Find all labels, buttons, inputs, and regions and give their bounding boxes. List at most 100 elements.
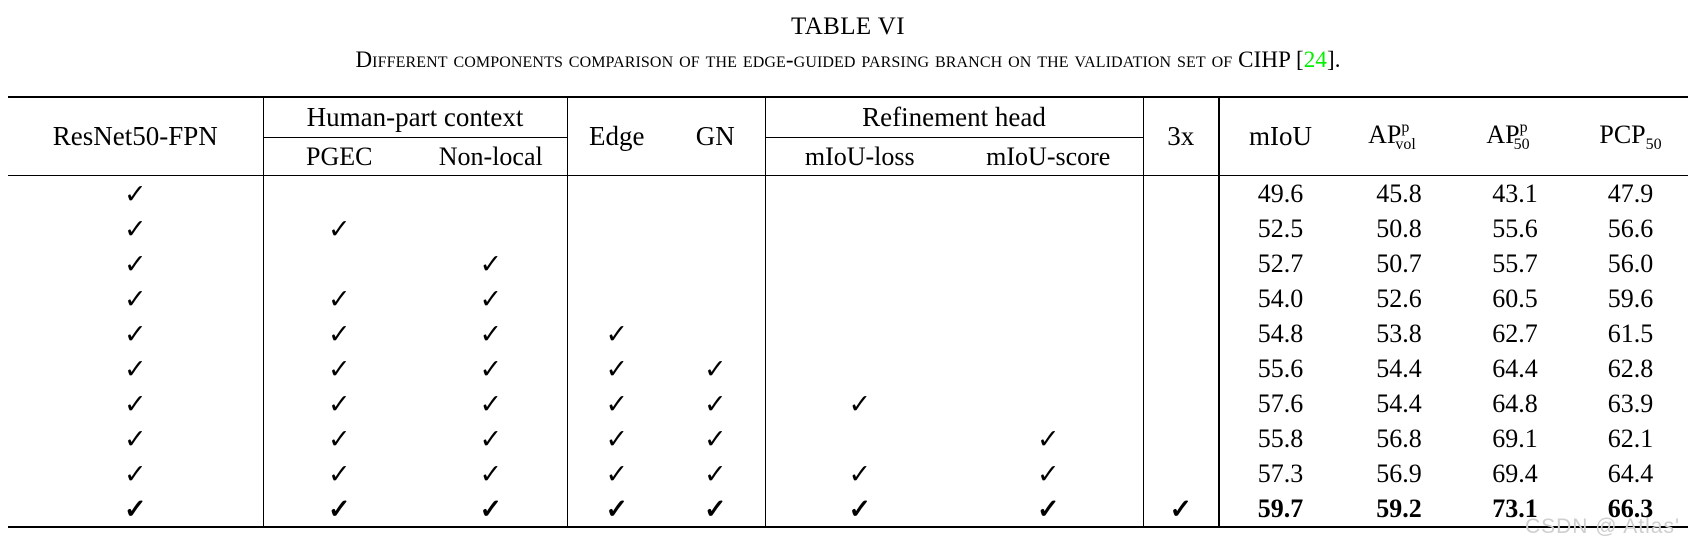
header-row-group: ResNet50-FPN Human-part context Edge GN … bbox=[8, 96, 1688, 176]
cell-3x bbox=[1142, 456, 1219, 491]
checkmark-icon: ✓ bbox=[327, 354, 351, 384]
header-row-sub: PGEC Non-local mIoU-loss mIoU-score bbox=[8, 137, 1688, 176]
header-pcp-50: PCP50 bbox=[1573, 96, 1688, 176]
cell-resnet50-fpn: ✓ bbox=[8, 281, 263, 316]
cell-resnet50-fpn: ✓ bbox=[8, 421, 263, 456]
cell-non-local: ✓ bbox=[415, 491, 567, 528]
checkmark-icon: ✓ bbox=[479, 354, 503, 384]
checkmark-icon: ✓ bbox=[327, 284, 351, 314]
header-miou: mIoU bbox=[1218, 96, 1341, 176]
header-edge: Edge bbox=[566, 96, 666, 176]
checkmark-icon: ✓ bbox=[123, 284, 147, 314]
cell-edge: ✓ bbox=[566, 351, 666, 386]
cell-3x bbox=[1142, 316, 1219, 351]
cell-edge bbox=[566, 175, 666, 211]
cell-pcp-50-value: 62.1 bbox=[1573, 421, 1688, 456]
checkmark-icon: ✓ bbox=[848, 459, 872, 489]
cell-miou-value: 59.7 bbox=[1218, 491, 1341, 528]
cell-pcp-50-value: 63.9 bbox=[1573, 386, 1688, 421]
checkmark-icon: ✓ bbox=[123, 354, 147, 384]
cell-edge bbox=[566, 281, 666, 316]
cell-edge: ✓ bbox=[566, 491, 666, 528]
checkmark-icon: ✓ bbox=[123, 389, 147, 419]
checkmark-icon: ✓ bbox=[123, 179, 147, 209]
cell-3x bbox=[1142, 351, 1219, 386]
checkmark-icon: ✓ bbox=[605, 319, 629, 349]
cell-resnet50-fpn: ✓ bbox=[8, 316, 263, 351]
header-human-part-context: Human-part context bbox=[262, 96, 567, 138]
results-table: ResNet50-FPN Human-part context Edge GN … bbox=[8, 96, 1688, 528]
cell-pgec: ✓ bbox=[262, 316, 415, 351]
cell-miou-score bbox=[954, 246, 1143, 281]
checkmark-icon: ✓ bbox=[479, 494, 503, 524]
citation-link-24[interactable]: 24 bbox=[1303, 47, 1327, 72]
checkmark-icon: ✓ bbox=[605, 459, 629, 489]
checkmark-icon: ✓ bbox=[1036, 424, 1060, 454]
cell-miou-value: 57.6 bbox=[1218, 386, 1341, 421]
header-ap-vol-superscript: p bbox=[1401, 119, 1410, 136]
cell-pgec: ✓ bbox=[262, 456, 415, 491]
cell-pcp-50-value: 66.3 bbox=[1573, 491, 1688, 528]
cell-ap-50-value: 43.1 bbox=[1457, 175, 1573, 211]
checkmark-icon: ✓ bbox=[703, 424, 727, 454]
cell-miou-value: 52.5 bbox=[1218, 211, 1341, 246]
cell-miou-score: ✓ bbox=[954, 456, 1143, 491]
cell-pgec bbox=[262, 246, 415, 281]
cell-miou-value: 57.3 bbox=[1218, 456, 1341, 491]
cell-miou-score bbox=[954, 211, 1143, 246]
cell-non-local: ✓ bbox=[415, 351, 567, 386]
header-pcp-50-base: PCP bbox=[1599, 120, 1646, 149]
header-ap-50: APp50 bbox=[1457, 96, 1573, 176]
cell-pgec: ✓ bbox=[262, 281, 415, 316]
cell-non-local bbox=[415, 175, 567, 211]
cell-pgec bbox=[262, 175, 415, 211]
checkmark-icon: ✓ bbox=[605, 354, 629, 384]
cell-ap-vol-value: 56.9 bbox=[1341, 456, 1457, 491]
cell-resnet50-fpn: ✓ bbox=[8, 456, 263, 491]
checkmark-icon: ✓ bbox=[327, 494, 351, 524]
checkmark-icon: ✓ bbox=[123, 494, 147, 524]
cell-miou-score bbox=[954, 175, 1143, 211]
cell-pgec: ✓ bbox=[262, 351, 415, 386]
cell-3x bbox=[1142, 386, 1219, 421]
cell-ap-vol-value: 52.6 bbox=[1341, 281, 1457, 316]
cell-pcp-50-value: 62.8 bbox=[1573, 351, 1688, 386]
cell-ap-vol-value: 54.4 bbox=[1341, 351, 1457, 386]
cell-miou-value: 55.8 bbox=[1218, 421, 1341, 456]
cell-ap-vol-value: 50.7 bbox=[1341, 246, 1457, 281]
cell-pcp-50-value: 47.9 bbox=[1573, 175, 1688, 211]
cell-ap-vol-value: 56.8 bbox=[1341, 421, 1457, 456]
cell-non-local bbox=[415, 211, 567, 246]
header-ap-50-base: AP bbox=[1486, 120, 1520, 149]
caption-text: Different components comparison of the e… bbox=[355, 47, 1296, 72]
cell-ap-50-value: 64.8 bbox=[1457, 386, 1573, 421]
cell-miou-loss bbox=[764, 281, 954, 316]
cell-gn bbox=[666, 211, 765, 246]
header-miou-loss: mIoU-loss bbox=[764, 137, 954, 176]
header-ap-vol-base: AP bbox=[1368, 120, 1402, 149]
cell-pgec: ✓ bbox=[262, 386, 415, 421]
cell-non-local: ✓ bbox=[415, 316, 567, 351]
header-non-local: Non-local bbox=[415, 137, 567, 176]
cell-ap-50-value: 69.1 bbox=[1457, 421, 1573, 456]
cell-ap-50-value: 55.7 bbox=[1457, 246, 1573, 281]
header-refinement-head: Refinement head bbox=[764, 96, 1143, 138]
cell-miou-score bbox=[954, 386, 1143, 421]
cell-ap-50-value: 55.6 bbox=[1457, 211, 1573, 246]
cell-pgec: ✓ bbox=[262, 421, 415, 456]
header-pgec: PGEC bbox=[262, 137, 415, 176]
cell-gn bbox=[666, 246, 765, 281]
cell-ap-vol-value: 53.8 bbox=[1341, 316, 1457, 351]
cell-pgec: ✓ bbox=[262, 491, 415, 528]
cell-miou-score bbox=[954, 316, 1143, 351]
checkmark-icon: ✓ bbox=[703, 459, 727, 489]
checkmark-icon: ✓ bbox=[327, 319, 351, 349]
header-gn: GN bbox=[666, 96, 765, 176]
header-ap-vol: APpvol bbox=[1341, 96, 1457, 176]
